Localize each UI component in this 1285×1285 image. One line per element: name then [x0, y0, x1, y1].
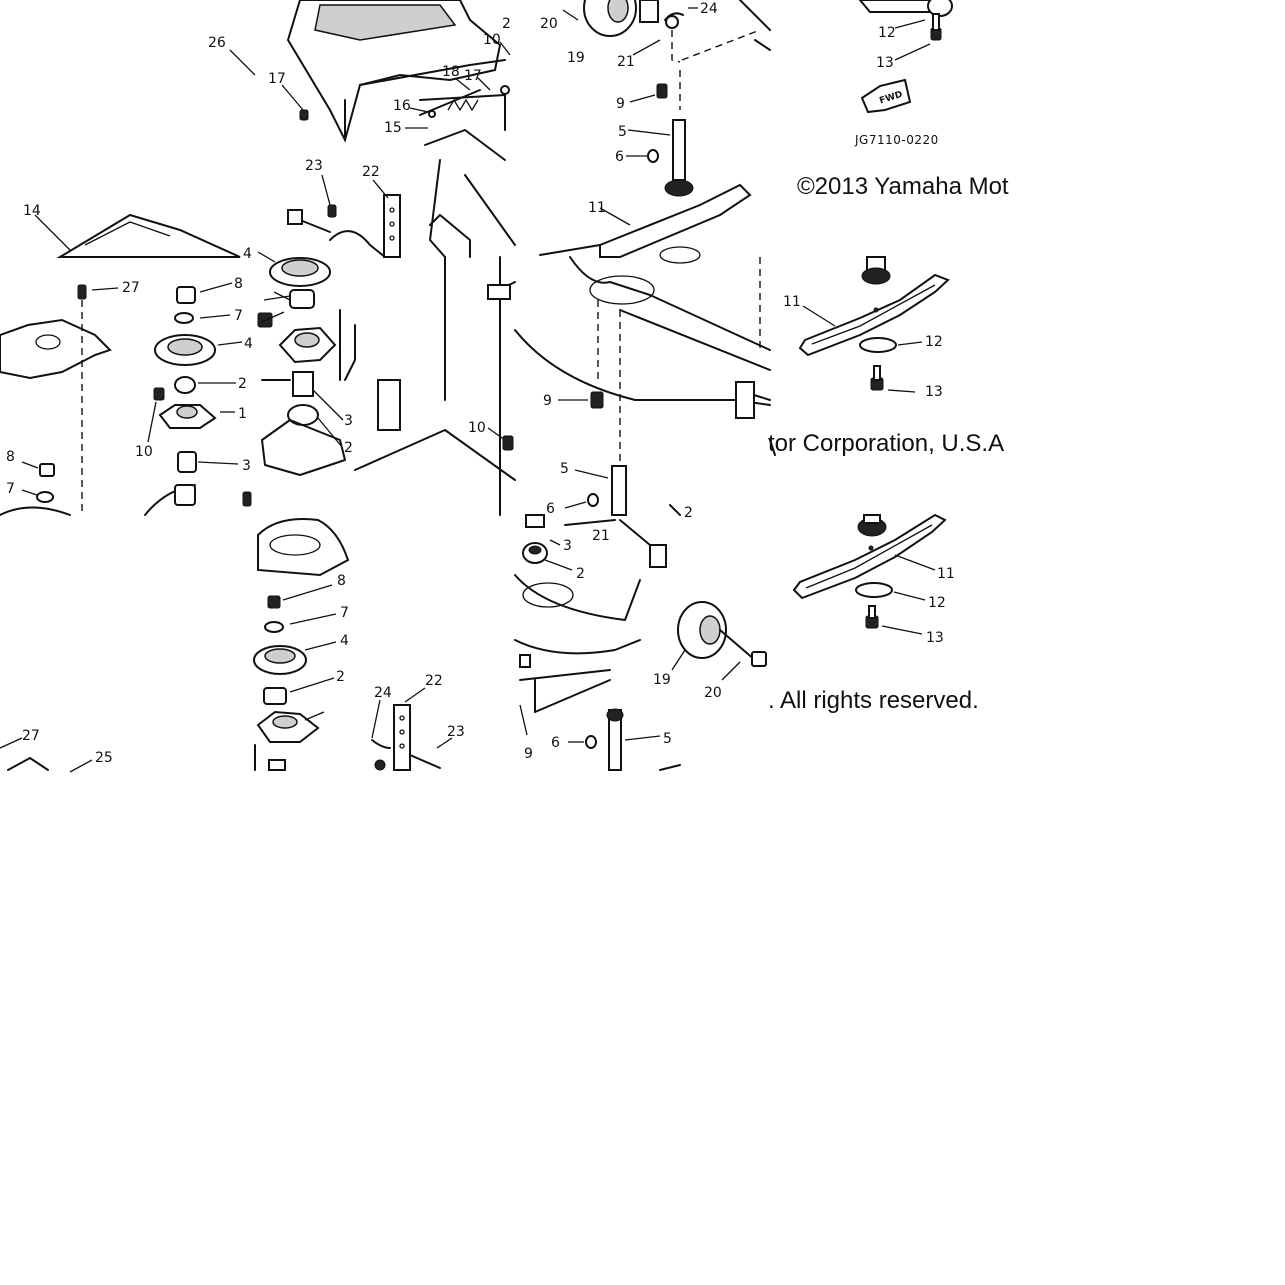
- copyright-part-1: ©2013 Yamaha Mot: [797, 173, 1009, 200]
- callout: 10: [468, 420, 486, 436]
- callout: 6: [546, 501, 555, 517]
- callout: 17: [268, 71, 286, 87]
- callout: 23: [447, 724, 465, 740]
- blade-bolt-callouts: 12 13: [876, 25, 896, 71]
- wheel-spindle-tile: [539, 0, 771, 264]
- blade-lower-callouts: 11 12 13: [926, 566, 955, 646]
- callout: 2: [344, 440, 353, 456]
- callout: 2: [502, 16, 511, 32]
- bottom-left-callouts: 27 25: [22, 728, 113, 766]
- callout: 26: [208, 35, 226, 51]
- callout: 21: [592, 528, 610, 544]
- blade-bolt-tile: FWD JG7110-0220 ©2013 Yamaha Mot: [797, 0, 1009, 200]
- callout: 12: [878, 25, 896, 41]
- callout: 9: [524, 746, 533, 762]
- callout: 11: [783, 294, 801, 310]
- callout: 25: [95, 750, 113, 766]
- callout: 2: [576, 566, 585, 582]
- callout: 24: [374, 685, 392, 701]
- callout: 22: [425, 673, 443, 689]
- callout: 2: [684, 505, 693, 521]
- callout: 4: [340, 633, 349, 649]
- callout: 27: [22, 728, 40, 744]
- callout: 23: [305, 158, 323, 174]
- callout: 2: [336, 669, 345, 685]
- callout: 3: [563, 538, 572, 554]
- callout: 19: [653, 672, 671, 688]
- callout: 8: [337, 573, 346, 589]
- callout: 5: [618, 124, 627, 140]
- callout: 21: [617, 54, 635, 70]
- blade-tile-lower: . All rights reserved.: [768, 513, 979, 714]
- pulley-callouts: 27 8 7 4 2 1 3 10 8 7 3 2 4: [6, 276, 353, 497]
- callout: 10: [483, 32, 501, 48]
- callout: 22: [362, 164, 380, 180]
- spindle-stack-callouts: 8 7 4 2 24 22 23: [336, 573, 465, 740]
- callout: 10: [135, 444, 153, 460]
- callout: 7: [234, 308, 243, 324]
- blade-tile-upper: tor Corporation, U.S.A: [768, 256, 1004, 457]
- wheel-spindle-callouts: 20 19 24 21 9 5 6 11: [540, 1, 718, 216]
- callout: 6: [551, 735, 560, 751]
- callout: 3: [242, 458, 251, 474]
- callout: 1: [238, 406, 247, 422]
- belt-cover-tile: [229, 0, 516, 258]
- pulley-tile: [0, 256, 516, 516]
- callout: 5: [663, 731, 672, 747]
- callout: 13: [926, 630, 944, 646]
- callout: 13: [925, 384, 943, 400]
- callout: 11: [937, 566, 955, 582]
- callout: 9: [543, 393, 552, 409]
- deck-wheel-tile: [514, 514, 767, 771]
- blade-upper-callouts: 11 12 13: [783, 294, 943, 400]
- deck-housing-tile: [514, 256, 771, 516]
- callout: 7: [340, 605, 349, 621]
- deck-arm-tile: [34, 174, 471, 287]
- callout: 9: [616, 96, 625, 112]
- fwd-arrow-icon: [860, 78, 912, 114]
- spindle-stack-tile: [253, 518, 453, 771]
- bottom-left-tile: [0, 737, 93, 773]
- callout: 11: [588, 200, 606, 216]
- copyright-part-2: tor Corporation, U.S.A: [768, 430, 1004, 457]
- drawing-code: JG7110-0220: [854, 133, 939, 147]
- callout: 2: [238, 376, 247, 392]
- deck-wheel-callouts: 3 2 6 21 19 20 9 6 5: [524, 528, 722, 762]
- callout: 16: [393, 98, 411, 114]
- callout: 15: [384, 120, 402, 136]
- belt-cover-callouts: 26 17 18 17 16 15 10 2: [208, 16, 511, 136]
- callout: 6: [615, 149, 624, 165]
- callout: 27: [122, 280, 140, 296]
- copyright-part-3: . All rights reserved.: [768, 687, 979, 714]
- callout: 19: [567, 50, 585, 66]
- callout: 4: [243, 246, 252, 262]
- callout: 20: [540, 16, 558, 32]
- callout: 20: [704, 685, 722, 701]
- callout: 13: [876, 55, 894, 71]
- callout: 8: [6, 449, 15, 465]
- deck-housing-callouts: 9 5 6 2: [543, 393, 693, 521]
- callout: 24: [700, 1, 718, 17]
- callout: 4: [244, 336, 253, 352]
- callout: 12: [928, 595, 946, 611]
- deck-arm-callouts: 14 23 22 4: [23, 158, 380, 262]
- pulley-callouts-extra: 10: [468, 420, 514, 451]
- callout: 18: [442, 64, 460, 80]
- callout: 3: [344, 413, 353, 429]
- callout: 5: [560, 461, 569, 477]
- callout: 14: [23, 203, 41, 219]
- callout: 7: [6, 481, 15, 497]
- callout: 12: [925, 334, 943, 350]
- callout: 8: [234, 276, 243, 292]
- callout: 17: [464, 68, 482, 84]
